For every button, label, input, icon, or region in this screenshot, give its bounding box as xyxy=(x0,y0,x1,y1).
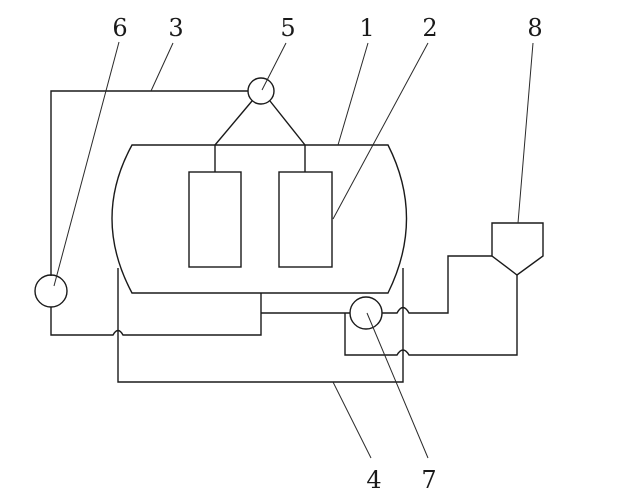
leader-6 xyxy=(53,41,120,287)
hopper-return-pipe xyxy=(344,275,518,356)
left-inner-element xyxy=(188,171,242,268)
left-pump xyxy=(34,274,68,308)
leader-5 xyxy=(261,42,287,91)
leader-1 xyxy=(337,42,369,146)
pump6-return-pipe xyxy=(50,293,262,336)
label-2: 2 xyxy=(422,14,437,42)
label-1: 1 xyxy=(359,14,374,42)
leader-3 xyxy=(150,42,174,92)
valve-branch-left xyxy=(214,100,253,146)
top-valve xyxy=(247,77,275,105)
label-3: 3 xyxy=(168,14,183,42)
label-5: 5 xyxy=(280,14,295,42)
valve-branch-right xyxy=(269,100,306,146)
label-6: 6 xyxy=(112,14,127,42)
leader-2 xyxy=(332,42,429,220)
bottom-pump xyxy=(349,296,383,330)
leader-7 xyxy=(366,312,429,459)
tank xyxy=(111,144,408,294)
lower-pipe xyxy=(117,268,404,383)
right-inner-element xyxy=(278,171,333,268)
pump7-to-hopper-pipe xyxy=(382,255,492,314)
leader-8 xyxy=(517,42,534,224)
label-7: 7 xyxy=(421,466,436,494)
leader-4 xyxy=(332,381,372,459)
upper-pipe xyxy=(50,90,248,276)
label-8: 8 xyxy=(527,14,542,42)
hopper xyxy=(491,222,544,276)
label-4: 4 xyxy=(366,466,381,494)
